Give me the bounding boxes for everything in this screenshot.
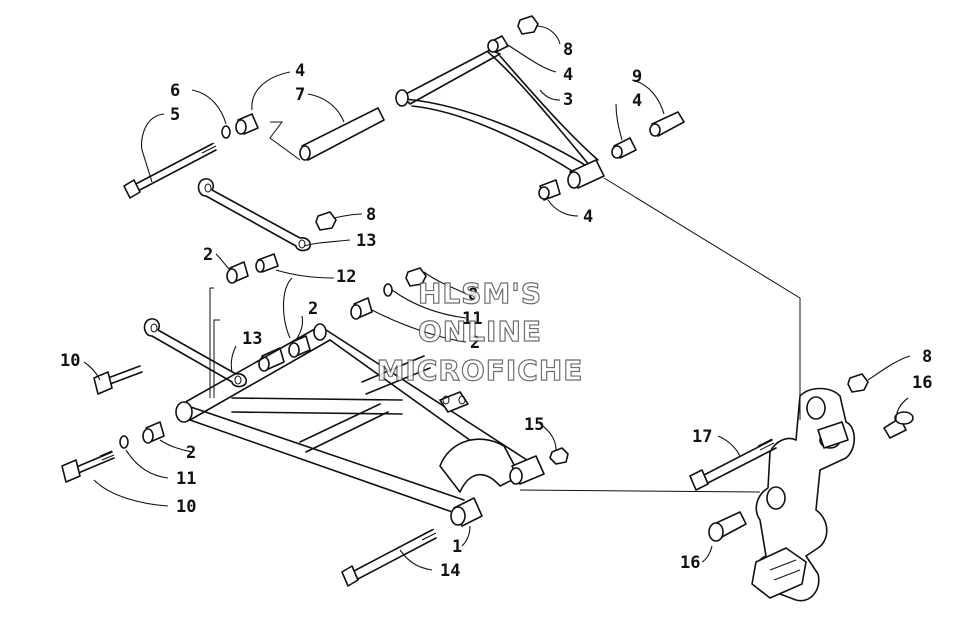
lower-nut-8c[interactable] (405, 267, 427, 287)
upper-bushing-4b[interactable] (235, 113, 259, 135)
link-nut-8b[interactable] (315, 211, 337, 231)
callout-4: 4 (563, 65, 573, 85)
callout-4: 4 (583, 207, 593, 227)
link-plate-13b[interactable] (143, 318, 248, 388)
callout-11: 11 (462, 309, 482, 329)
callout-8: 8 (468, 285, 478, 305)
callout-15: 15 (524, 415, 544, 435)
upper-sleeve-7[interactable] (299, 107, 385, 161)
callout-12: 12 (336, 267, 356, 287)
spindle-knuckle[interactable] (751, 387, 856, 602)
callout-2: 2 (203, 245, 213, 265)
callout-7: 7 (295, 85, 305, 105)
upper-bushing-4a[interactable] (487, 35, 509, 53)
callout-13: 13 (356, 231, 376, 251)
callout-10: 10 (176, 497, 196, 517)
callout-4: 4 (295, 61, 305, 81)
upper-washer-6[interactable] (221, 125, 231, 139)
assembly-lines (209, 121, 801, 493)
callout-9: 9 (632, 67, 642, 87)
callout-3: 3 (563, 90, 573, 110)
upper-nut-8[interactable] (517, 15, 539, 35)
callout-11: 11 (176, 469, 196, 489)
callout-8: 8 (366, 205, 376, 225)
upper-bushing-4c[interactable] (611, 137, 637, 159)
upper-bushing-9[interactable] (649, 111, 685, 137)
spindle-bushing-16b[interactable] (708, 511, 747, 542)
lower-nut-15[interactable] (549, 447, 569, 465)
watermark-line-1: HLSM'S (418, 277, 542, 310)
lower-bolt-10a[interactable] (93, 365, 143, 395)
lower-bushing-2d[interactable] (142, 421, 165, 444)
watermark-line-3: MICROFICHE (377, 354, 584, 387)
callout-4: 4 (632, 91, 642, 111)
spindle-nut-8d[interactable] (847, 373, 869, 393)
callout-10: 10 (60, 351, 80, 371)
callout-8: 8 (922, 347, 932, 367)
callout-1: 1 (452, 537, 462, 557)
upper-bushing-4d[interactable] (538, 179, 561, 201)
callout-16: 16 (912, 373, 932, 393)
lower-sleeve-12[interactable] (255, 253, 279, 273)
lower-bushing-2c[interactable] (350, 297, 373, 320)
lower-bolt-14[interactable] (341, 528, 437, 587)
lower-bushing-2a[interactable] (226, 261, 249, 284)
lower-sleeve-13[interactable] (258, 347, 285, 372)
upper-bolt-5[interactable] (123, 142, 217, 199)
lower-bushing-2b[interactable] (288, 335, 311, 358)
callout-17: 17 (692, 427, 712, 447)
link-plate-13a[interactable] (197, 178, 312, 252)
watermark: HLSM'S ONLINE MICROFICHE (376, 276, 584, 387)
spindle-bushing-16a[interactable] (883, 411, 914, 439)
spindle-bolt-17[interactable] (689, 438, 777, 491)
callout-2: 2 (470, 333, 480, 353)
callout-14: 14 (440, 561, 460, 581)
lower-washer-11a[interactable] (383, 283, 393, 297)
callout-2: 2 (186, 443, 196, 463)
callout-labels: 8 4 3 6 5 4 7 9 4 4 8 13 2 12 8 11 2 2 1… (60, 40, 932, 581)
callout-5: 5 (170, 105, 180, 125)
callout-13: 13 (242, 329, 262, 349)
callout-6: 6 (170, 81, 180, 101)
watermark-line-2: ONLINE (418, 315, 542, 348)
lower-washer-11b[interactable] (119, 435, 129, 449)
upper-a-arm[interactable] (395, 49, 605, 189)
callout-16: 16 (680, 553, 700, 573)
callout-2: 2 (308, 299, 318, 319)
callout-8: 8 (563, 40, 573, 60)
lower-bolt-10b[interactable] (61, 450, 115, 483)
leader-lines (83, 25, 911, 571)
